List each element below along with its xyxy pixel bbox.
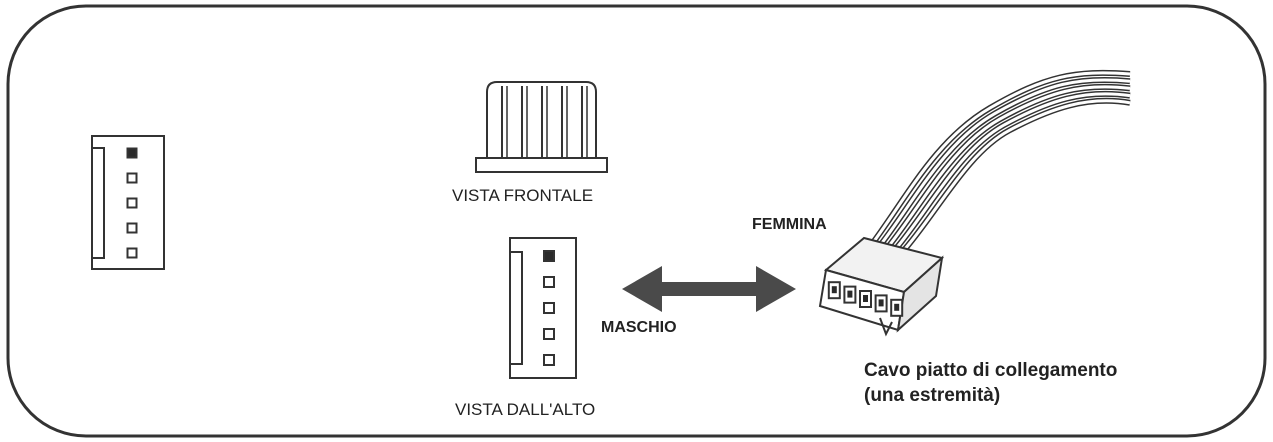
female-slot-contact-5 [894,303,900,311]
male-connector-pins [543,250,555,366]
double-headed-arrow-icon [622,266,796,312]
left-connector-pin-2 [126,172,138,184]
female-slot-contact-3 [863,295,868,302]
cable-wire-3 [886,85,1131,249]
left-connector-pin-5 [126,247,138,259]
male-connector-pin-4 [543,328,555,340]
male-connector-latch [510,251,523,365]
left-connector-latch [92,147,105,259]
cable-wire-4 [893,92,1131,251]
cable-label-line2: (una estremità) [864,385,1001,406]
arrow-shape [622,266,796,312]
cable-wire-2 [878,78,1131,247]
front-view-ribs [501,86,588,158]
ribbon-cable-wires [869,69,1131,254]
cable-label-line1: Cavo piatto di collegamento [864,360,1118,381]
front-view-connector [475,81,608,173]
female-connector-latch-tab [879,317,893,337]
female-connector-side-face [896,255,944,333]
front-view-base [475,157,608,173]
male-connector-pin-1 [543,250,555,262]
cable-wire-1 [870,71,1131,245]
top-view-label: VISTA DALL'ALTO [455,400,596,419]
male-label: MASCHIO [601,319,677,336]
female-label: FEMMINA [752,216,827,233]
flat-cable-female-connector [818,69,1131,337]
male-connector-top-view [509,237,577,379]
left-connector-pin-1 [126,147,138,159]
cable-wire-5 [901,99,1131,253]
front-view-label: VISTA FRONTALE [452,186,594,205]
left-connector-pins [126,147,138,259]
female-slot-contact-2 [847,290,853,298]
male-connector-pin-3 [543,302,555,314]
left-connector-top-view [91,135,165,270]
female-connector-slots [827,281,904,317]
outer-frame [6,4,1267,438]
left-connector-pin-4 [126,222,138,234]
female-slot-contact-1 [831,286,837,294]
male-connector-pin-2 [543,276,555,288]
female-slot-contact-4 [878,299,884,307]
male-connector-pin-5 [543,354,555,366]
left-connector-pin-3 [126,197,138,209]
